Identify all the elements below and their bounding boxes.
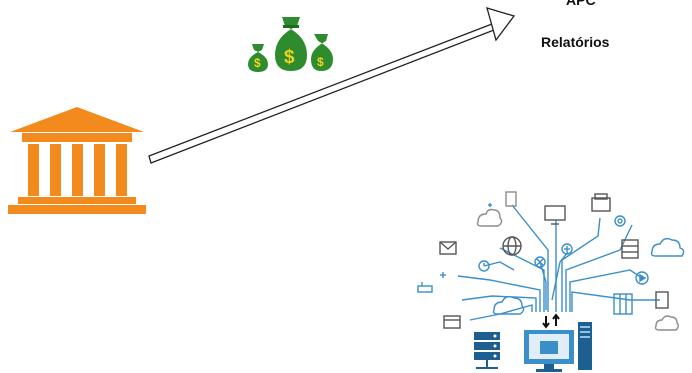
svg-text:$: $ (254, 56, 261, 70)
money-bag-left: $ (248, 44, 268, 72)
network-tree-icon (417, 191, 685, 331)
money-bags-icon: $ $ $ (248, 17, 333, 72)
svg-text:$: $ (284, 47, 295, 68)
money-bag-right: $ (311, 34, 333, 71)
arrow-to-reports (148, 7, 516, 164)
server-rack-icon (474, 332, 500, 369)
label-relatorios: Relatórios (541, 34, 610, 50)
bank-building-icon (8, 107, 146, 214)
money-bag-center: $ (275, 17, 307, 71)
label-apc: APC (566, 0, 596, 8)
computer-workstation-icon (524, 322, 592, 372)
svg-text:$: $ (317, 55, 324, 69)
